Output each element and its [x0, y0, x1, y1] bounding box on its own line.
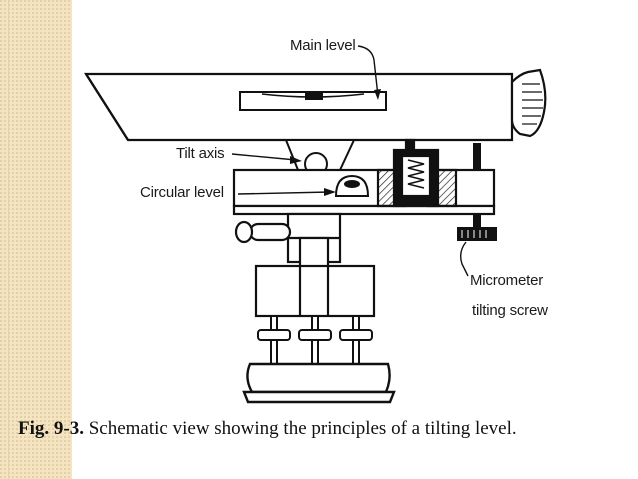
caption-figure-number: Fig. 9-3. [18, 418, 84, 439]
leader-micrometer [459, 241, 469, 277]
label-circular-level: Circular level [140, 184, 224, 201]
circular-level [334, 174, 370, 197]
label-main-level: Main level [290, 37, 356, 54]
spindle [234, 212, 342, 270]
tribrach-base [242, 362, 396, 404]
tilting-base-plate [232, 138, 496, 216]
foot-screws [257, 315, 373, 367]
label-micrometer-line1: Micrometer [470, 272, 543, 289]
main-level-vial [239, 91, 387, 111]
leveling-head [254, 264, 376, 318]
eyepiece [510, 68, 547, 138]
decorative-side-strip [0, 0, 72, 479]
label-micrometer-line2: tilting screw [472, 302, 548, 319]
caption-text: Schematic view showing the principles of… [88, 418, 517, 439]
leader-circular-level [237, 191, 331, 195]
leader-main-level [357, 45, 379, 97]
leader-tilt-axis [231, 153, 297, 161]
side-strip-edge [8, 0, 9, 479]
figure-caption: Fig. 9-3. Schematic view showing the pri… [18, 418, 618, 440]
label-tilt-axis: Tilt axis [176, 145, 224, 162]
micrometer-screw [457, 143, 497, 241]
